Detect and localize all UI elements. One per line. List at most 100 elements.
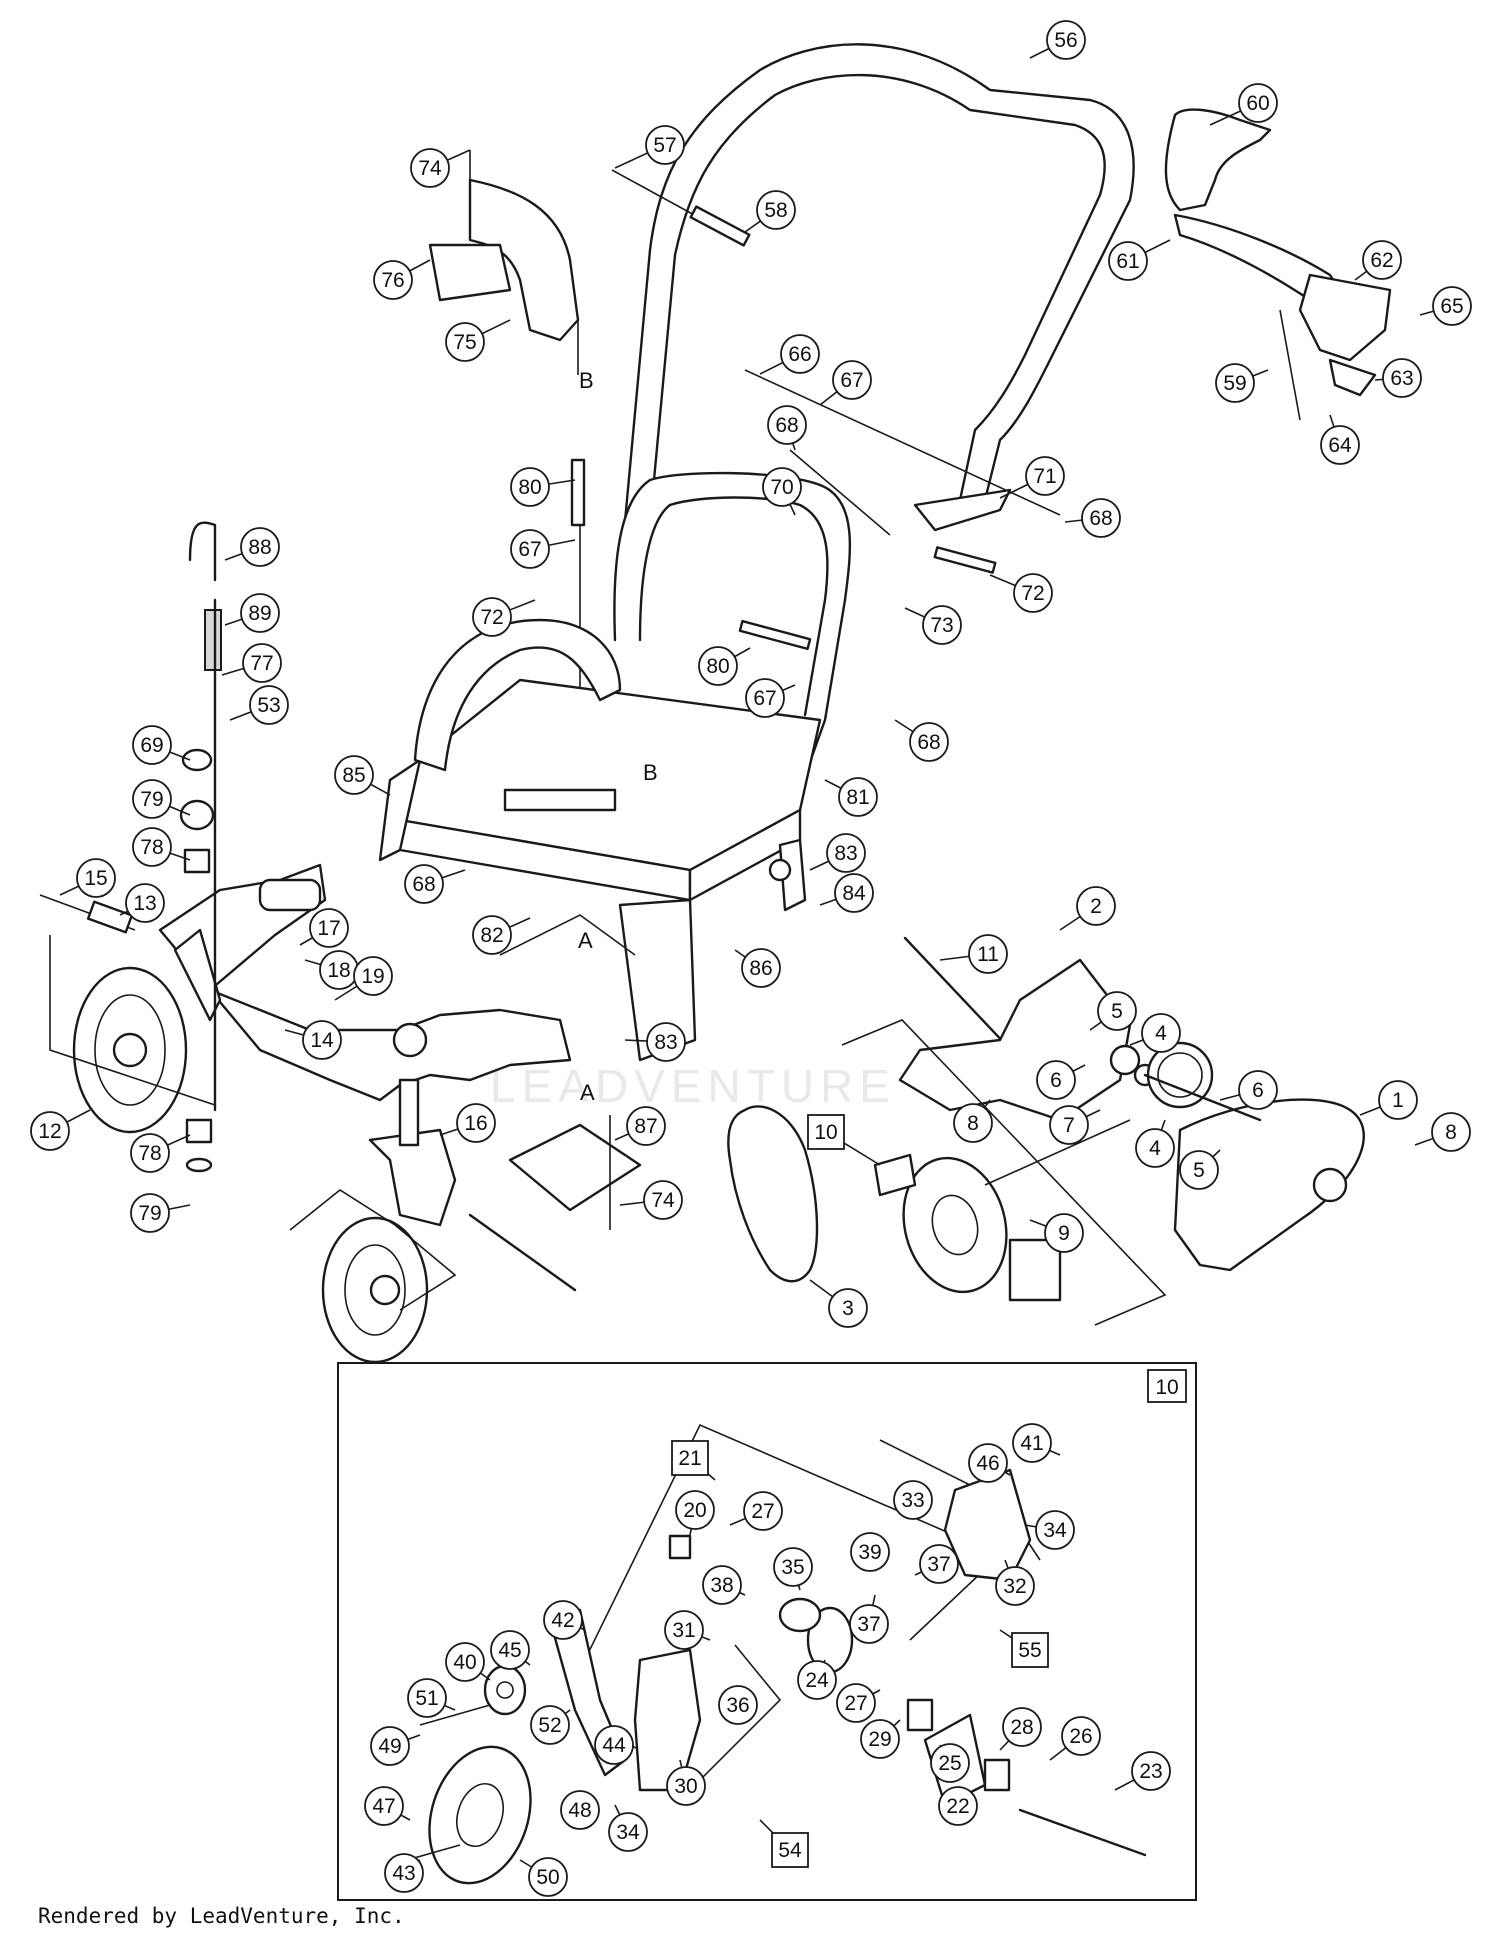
deck-85 <box>378 678 822 1062</box>
bracket-lines-main <box>49 914 1167 1326</box>
callout-circle <box>666 1766 706 1806</box>
callout-87: 87 <box>614 1106 666 1146</box>
callout-number: 82 <box>480 924 503 947</box>
callout-circle <box>410 148 450 188</box>
callout-89: 89 <box>224 593 280 633</box>
callout-number: 73 <box>930 614 953 637</box>
callout-37: 37 <box>914 1544 959 1584</box>
callout-6: 6 <box>1036 1060 1086 1100</box>
callout-number: 34 <box>1043 1519 1067 1542</box>
callout-number: 2 <box>1090 895 1102 918</box>
callout-41: 41 <box>1012 1423 1061 1463</box>
handle-frame-81 <box>613 471 852 792</box>
callout-64: 64 <box>1320 414 1360 465</box>
callout-number: 10 <box>814 1121 837 1144</box>
callout-2: 2 <box>1059 886 1116 931</box>
callout-number: 47 <box>372 1795 395 1818</box>
callout-number: 60 <box>1246 92 1269 115</box>
callout-number: 38 <box>710 1574 733 1597</box>
callout-number: 8 <box>967 1112 979 1135</box>
callout-circle <box>1362 240 1402 280</box>
front-wheel-12 <box>72 966 188 1134</box>
ref-letter-b: B <box>579 368 594 393</box>
callout-79: 79 <box>132 779 191 819</box>
callout-circle <box>626 1106 666 1146</box>
callout-number: 50 <box>536 1866 559 1889</box>
callout-number: 37 <box>857 1613 880 1636</box>
callout-4: 4 <box>1135 1119 1175 1168</box>
callout-circle <box>456 1103 496 1143</box>
callout-number: 8 <box>1445 1121 1457 1144</box>
callout-number: 40 <box>453 1651 476 1674</box>
callout-54: 54 <box>759 1819 809 1868</box>
callout-45: 45 <box>490 1630 531 1670</box>
callout-circle <box>384 1853 424 1893</box>
callout-5: 5 <box>1179 1149 1221 1190</box>
callout-33: 33 <box>893 1480 933 1520</box>
callout-73: 73 <box>904 605 962 645</box>
callout-circle <box>510 529 550 569</box>
callout-circle <box>909 722 949 762</box>
callout-circle <box>922 605 962 645</box>
callout-number: 7 <box>1063 1114 1075 1137</box>
ref-letter-a: A <box>580 1080 595 1105</box>
callout-circle <box>594 1725 634 1765</box>
callout-circle <box>130 1193 170 1233</box>
callout-number: 68 <box>775 414 798 437</box>
callout-circle <box>1135 1128 1175 1168</box>
callout-circle <box>1081 498 1121 538</box>
callout-circle <box>530 1705 570 1745</box>
callout-68: 68 <box>767 405 807 451</box>
callout-circle <box>364 1786 404 1826</box>
callout-number: 6 <box>1252 1079 1264 1102</box>
callout-number: 39 <box>858 1541 881 1564</box>
callout-number: 58 <box>764 199 787 222</box>
callout-circle <box>1035 1510 1075 1550</box>
callout-43: 43 <box>384 1853 424 1893</box>
callout-circle <box>797 1660 837 1700</box>
callout-circle <box>1131 1751 1171 1791</box>
callout-88: 88 <box>224 527 280 567</box>
callout-number: 75 <box>453 331 476 354</box>
callout-number: 1 <box>1392 1089 1404 1112</box>
callout-number: 36 <box>726 1694 749 1717</box>
callout-circle <box>995 1566 1035 1606</box>
callout-27: 27 <box>729 1491 783 1531</box>
callout-13: 13 <box>119 883 165 923</box>
callout-58: 58 <box>744 190 796 233</box>
callout-number: 4 <box>1155 1022 1167 1045</box>
callout-number: 6 <box>1050 1069 1062 1092</box>
callout-77: 77 <box>221 643 282 683</box>
handle-hardware <box>570 169 1061 740</box>
callout-number: 78 <box>138 1142 161 1165</box>
callout-number: 33 <box>901 1489 924 1512</box>
callout-49: 49 <box>370 1726 421 1766</box>
callout-circle <box>1013 573 1053 613</box>
callout-15: 15 <box>59 858 116 898</box>
callout-circle <box>1061 1716 1101 1756</box>
callout-circle <box>132 779 172 819</box>
callout-number: 9 <box>1058 1222 1070 1245</box>
callout-number: 5 <box>1193 1159 1205 1182</box>
callout-circle <box>1076 886 1116 926</box>
callout-circle <box>930 1743 970 1783</box>
callout-5: 5 <box>1089 991 1137 1031</box>
callout-number: 37 <box>927 1553 950 1576</box>
callout-number: 46 <box>976 1452 999 1475</box>
callout-74: 74 <box>410 148 471 188</box>
callout-23: 23 <box>1114 1751 1171 1791</box>
bracket-75 <box>428 150 580 375</box>
callout-number: 69 <box>140 734 163 757</box>
callout-number: 26 <box>1069 1725 1092 1748</box>
callout-circle <box>472 597 512 637</box>
callout-53: 53 <box>229 685 289 725</box>
callout-29: 29 <box>860 1719 901 1759</box>
callout-8: 8 <box>1414 1112 1471 1152</box>
callout-number: 71 <box>1033 465 1056 488</box>
callout-75: 75 <box>445 319 511 362</box>
deflector-87 <box>508 1115 642 1230</box>
callout-circle <box>1046 20 1086 60</box>
callout-20: 20 <box>675 1490 715 1536</box>
callout-number: 83 <box>834 842 857 865</box>
